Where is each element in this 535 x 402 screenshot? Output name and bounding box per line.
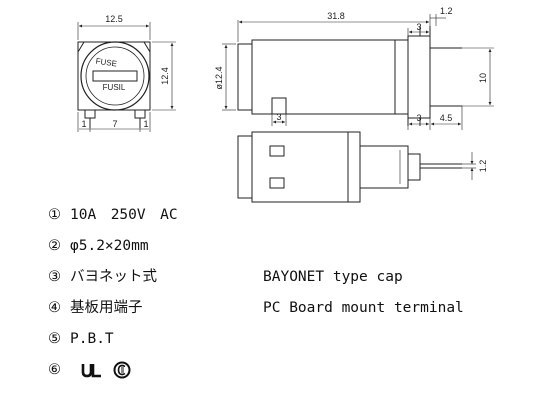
spec-row-certification: ⑥ [48,361,131,379]
bottom-view [237,131,476,203]
spec-text: 基板用端子 [70,300,143,316]
side-view [222,14,494,130]
ul-recognized-icon [81,364,101,378]
spec-english: PC Board mount terminal [263,300,464,316]
spec-number: ⑤ [48,331,61,347]
dim-terminal-pitch: 4.5 [440,113,453,123]
spec-english: BAYONET type cap [263,269,403,285]
spec-row-size: ② φ5.2×20mm [48,237,149,255]
dim-pin-left: 1 [81,119,86,129]
dim-body-diameter: ø12.4 [214,66,224,89]
spec-text: バヨネット式 [70,269,157,285]
dim-tab-small: 1.2 [440,6,453,16]
front-view [77,22,176,132]
spec-text: φ5.2×20mm [70,238,149,254]
dim-body-length: 31.8 [327,11,345,21]
dim-front-width: 12.5 [105,14,123,24]
spec-number: ② [48,238,61,254]
cap-label-bottom: FUSIL [103,83,126,92]
dim-lug-width: 3 [276,112,281,122]
dim-pin-right: 1 [143,119,148,129]
spec-row-cap-type: ③ バヨネット式 BAYONET type cap [48,268,403,286]
spec-number: ④ [48,300,61,316]
spec-text: 10A 250V AC [70,207,178,223]
spec-number: ① [48,207,61,223]
csa-icon [113,361,131,379]
dim-tab-width: 3 [416,22,421,32]
spec-number: ⑥ [48,362,61,378]
dim-pin-spacing: 10 [478,73,488,83]
spec-text: P.B.T [70,331,114,347]
cap-label-top: FUSE [95,57,117,69]
spec-number: ③ [48,269,61,285]
dim-pin-pitch: 7 [112,119,117,129]
dim-pin-thickness: 1.2 [478,160,488,173]
dim-terminal-width: 3 [416,113,421,123]
dim-front-height: 12.4 [160,67,170,85]
spec-row-rating: ① 10A 250V AC [48,206,178,224]
fuse-cap-circle [80,41,150,111]
technical-drawing: 12.5 12.4 FUSE FUSIL 1 7 1 [77,6,494,203]
spec-row-material: ⑤ P.B.T [48,330,114,348]
spec-row-terminal: ④ 基板用端子 PC Board mount terminal [48,299,464,317]
